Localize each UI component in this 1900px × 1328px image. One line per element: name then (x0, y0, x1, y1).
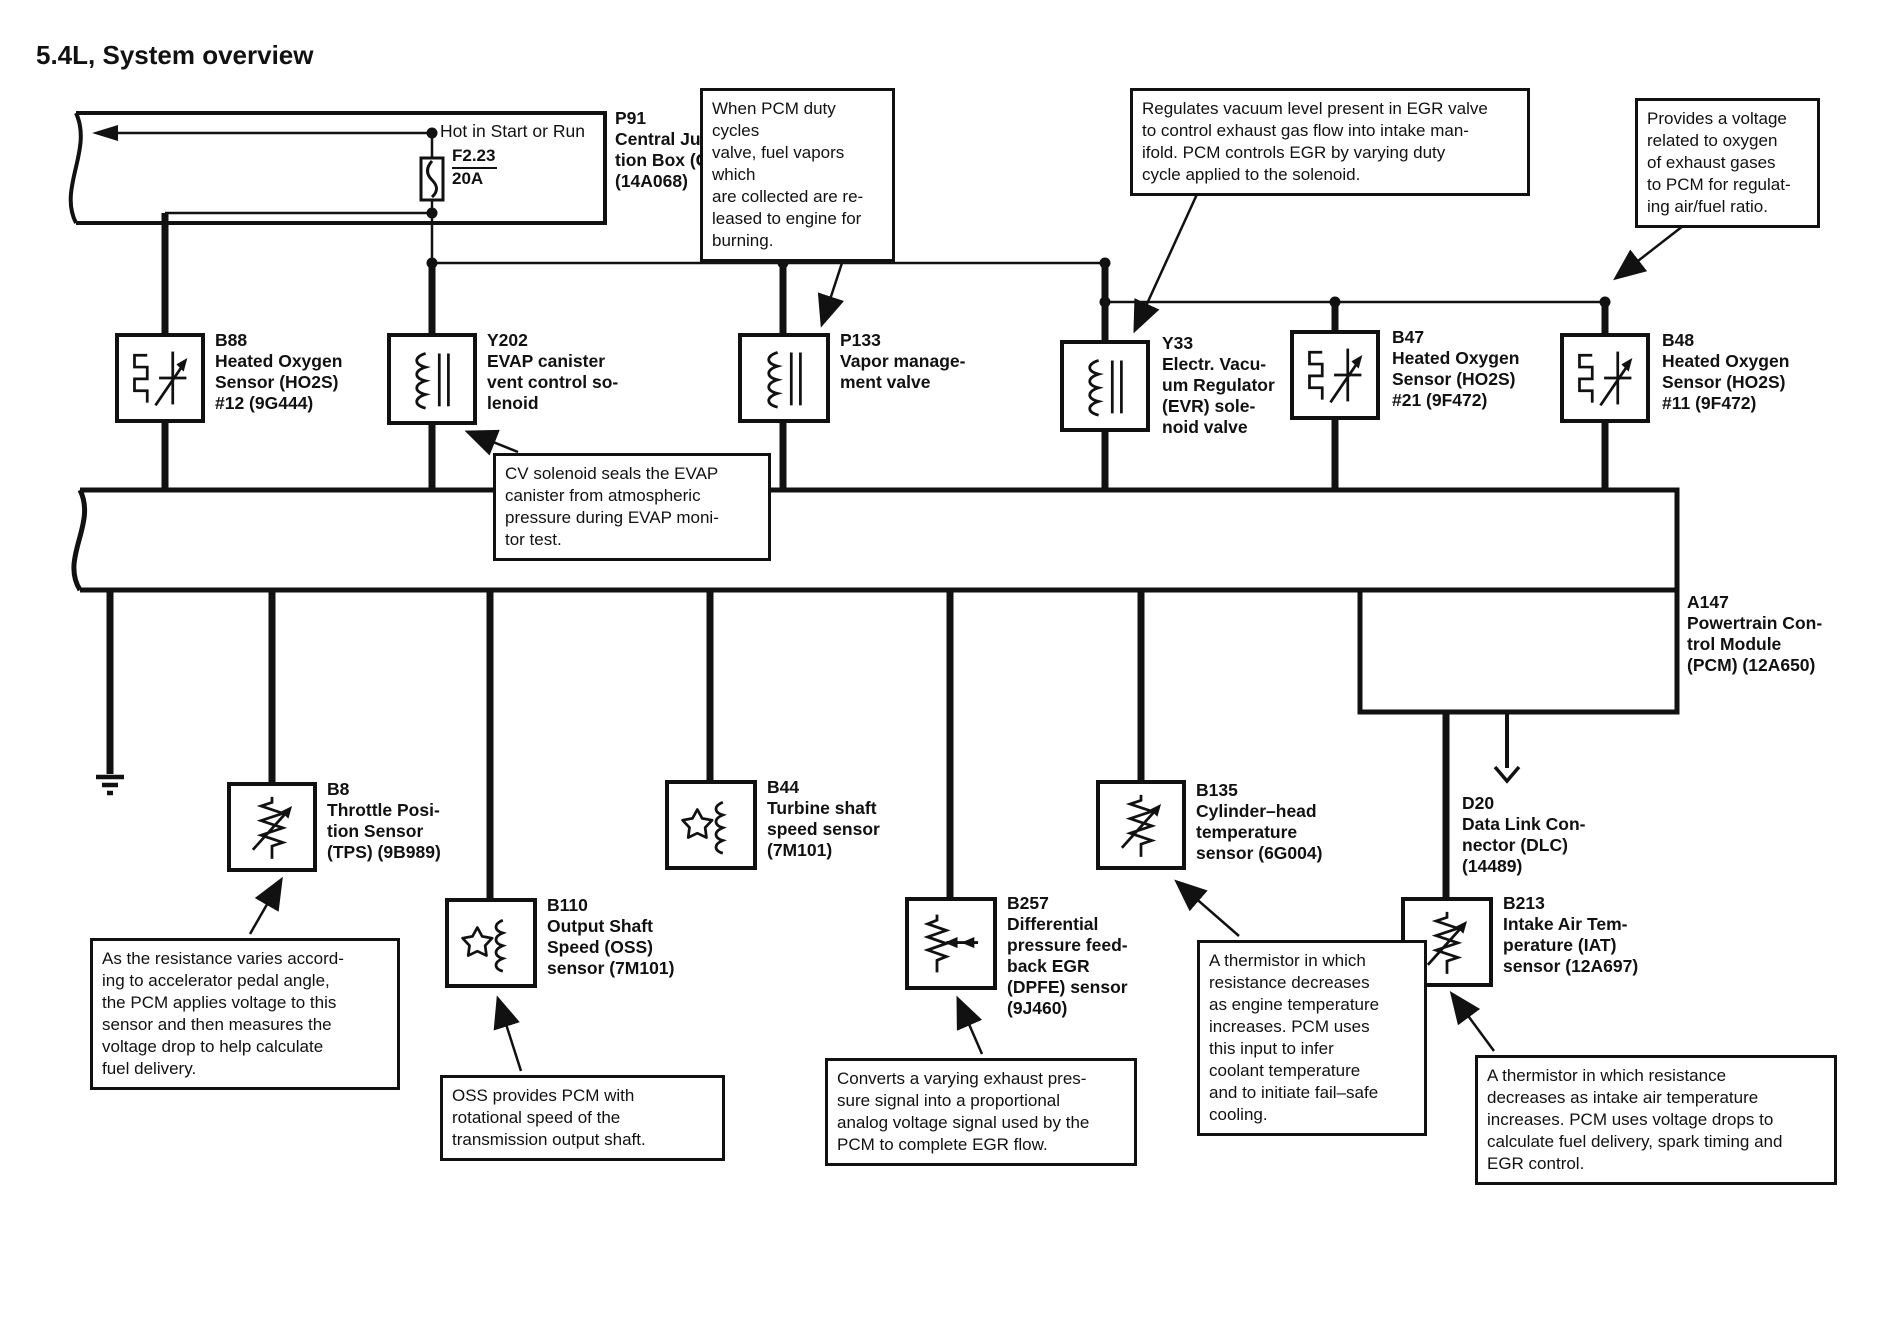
speed-sensor-symbol (681, 800, 727, 855)
dlc-connector-symbol (1493, 765, 1521, 784)
thermistor-symbol (1120, 794, 1162, 857)
fuse-number: F2.23 (452, 146, 498, 169)
component-b135-box (1096, 780, 1186, 870)
component-wires (106, 213, 1609, 898)
component-p133-box (738, 333, 830, 423)
fuse-label: F2.23 20A (452, 146, 498, 189)
component-b110-label: B110 Output Shaft Speed (OSS) sensor (7M… (547, 895, 675, 978)
solenoid-symbol (415, 352, 450, 410)
ho2s-symbol (1578, 351, 1633, 407)
pcm-outline (71, 487, 1680, 715)
cjb-outline (68, 111, 607, 225)
callout-oxygen-sensor: Provides a voltage related to oxygen of … (1635, 98, 1820, 228)
fuse-symbol (419, 156, 445, 202)
component-b213-label: B213 Intake Air Tem- perature (IAT) sens… (1503, 893, 1639, 976)
bus-wires (98, 131, 1605, 304)
component-y202-label: Y202 EVAP canister vent control so- leno… (487, 330, 619, 413)
hot-in-start-label: Hot in Start or Run (440, 121, 585, 141)
component-b257-label: B257 Differential pressure feed- back EG… (1007, 893, 1128, 1018)
component-b88-label: B88 Heated Oxygen Sensor (HO2S) #12 (9G4… (215, 330, 343, 413)
component-b48-box (1560, 333, 1650, 423)
speed-sensor-symbol (461, 918, 507, 973)
component-b47-label: B47 Heated Oxygen Sensor (HO2S) #21 (9F4… (1392, 327, 1520, 410)
component-d20-label: D20 Data Link Con- nector (DLC) (14489) (1462, 793, 1586, 876)
component-p133-label: P133 Vapor manage- ment valve (840, 330, 966, 392)
component-b110-box (445, 898, 537, 988)
component-b47-box (1290, 330, 1380, 420)
component-y202-box (387, 333, 477, 425)
thermistor-symbol (1426, 911, 1468, 974)
component-b44-label: B44 Turbine shaft speed sensor (7M101) (767, 777, 880, 860)
ho2s-symbol (1308, 348, 1363, 404)
component-y33-label: Y33 Electr. Vacu- um Regulator (EVR) sol… (1162, 333, 1275, 437)
component-b44-box (665, 780, 757, 870)
callout-egr-regulator: Regulates vacuum level present in EGR va… (1130, 88, 1530, 196)
component-b8-label: B8 Throttle Posi- tion Sensor (TPS) (9B9… (327, 779, 441, 862)
component-b88-box (115, 333, 205, 423)
component-b135-label: B135 Cylinder–head temperature sensor (6… (1196, 780, 1323, 863)
component-b48-label: B48 Heated Oxygen Sensor (HO2S) #11 (9F4… (1662, 330, 1790, 413)
pcm-label: A147 Powertrain Con- trol Module (PCM) (… (1687, 592, 1823, 675)
callout-cv-solenoid: CV solenoid seals the EVAP canister from… (493, 453, 771, 561)
callout-oss: OSS provides PCM with rotational speed o… (440, 1075, 725, 1161)
solenoid-symbol (767, 351, 802, 409)
component-b257-box (905, 897, 997, 990)
fuse-rating: 20A (452, 169, 484, 188)
callout-vapor-management: When PCM duty cycles valve, fuel vapors … (700, 88, 895, 262)
dpfe-symbol (923, 914, 979, 973)
component-y33-box (1060, 340, 1150, 432)
ho2s-symbol (133, 351, 188, 407)
bus-arrowhead (92, 125, 118, 141)
callout-cylinder-head-temp: A thermistor in which resistance decreas… (1197, 940, 1427, 1136)
ground-symbol (96, 774, 124, 796)
page-title: 5.4L, System overview (36, 40, 314, 70)
callout-tps: As the resistance varies accord- ing to … (90, 938, 400, 1090)
potentiometer-symbol (251, 796, 293, 859)
callout-dpfe: Converts a varying exhaust pres- sure si… (825, 1058, 1137, 1166)
callout-iat: A thermistor in which resistance decreas… (1475, 1055, 1837, 1185)
component-b8-box (227, 782, 317, 872)
solenoid-symbol (1088, 359, 1123, 417)
